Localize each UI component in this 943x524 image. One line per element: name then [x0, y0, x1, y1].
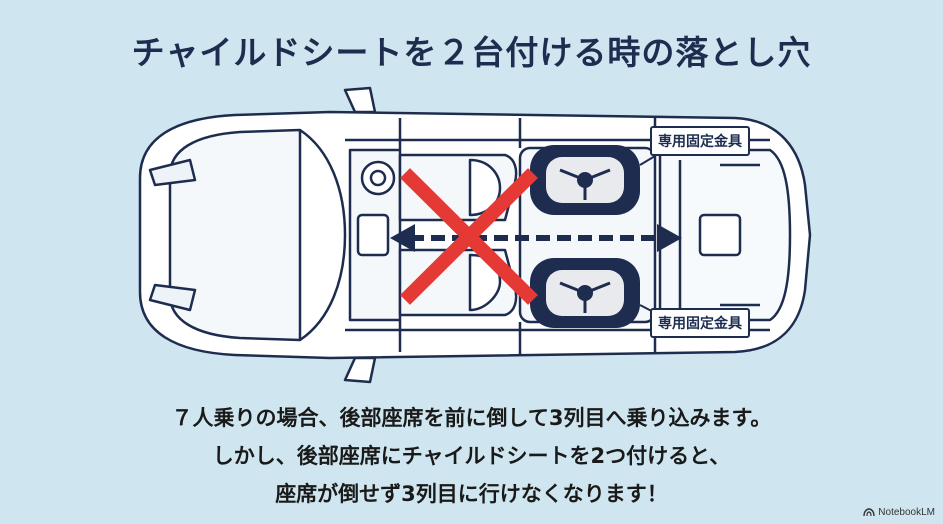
brand-watermark: NotebookLM	[863, 507, 935, 518]
brand-label: NotebookLM	[878, 507, 935, 518]
notebooklm-logo-icon	[863, 508, 875, 517]
child-seat-icon	[530, 145, 640, 215]
page-title: チャイルドシートを２台付ける時の落とし穴	[131, 33, 812, 72]
caption-line-1: ７人乗りの場合、後部座席を前に倒して3列目へ乗り込みます。	[171, 406, 772, 430]
fixture-label-top: 専用固定金具	[650, 126, 750, 156]
cross-icon	[400, 168, 538, 305]
double-arrow-icon	[390, 224, 682, 252]
caption-line-3: 座席が倒せず3列目に行けなくなります！	[275, 482, 668, 506]
child-seat-icon	[530, 258, 640, 328]
fixture-label-bottom: 専用固定金具	[650, 308, 750, 338]
caption-line-2: しかし、後部座席にチャイルドシートを2つ付けると、	[212, 444, 731, 468]
